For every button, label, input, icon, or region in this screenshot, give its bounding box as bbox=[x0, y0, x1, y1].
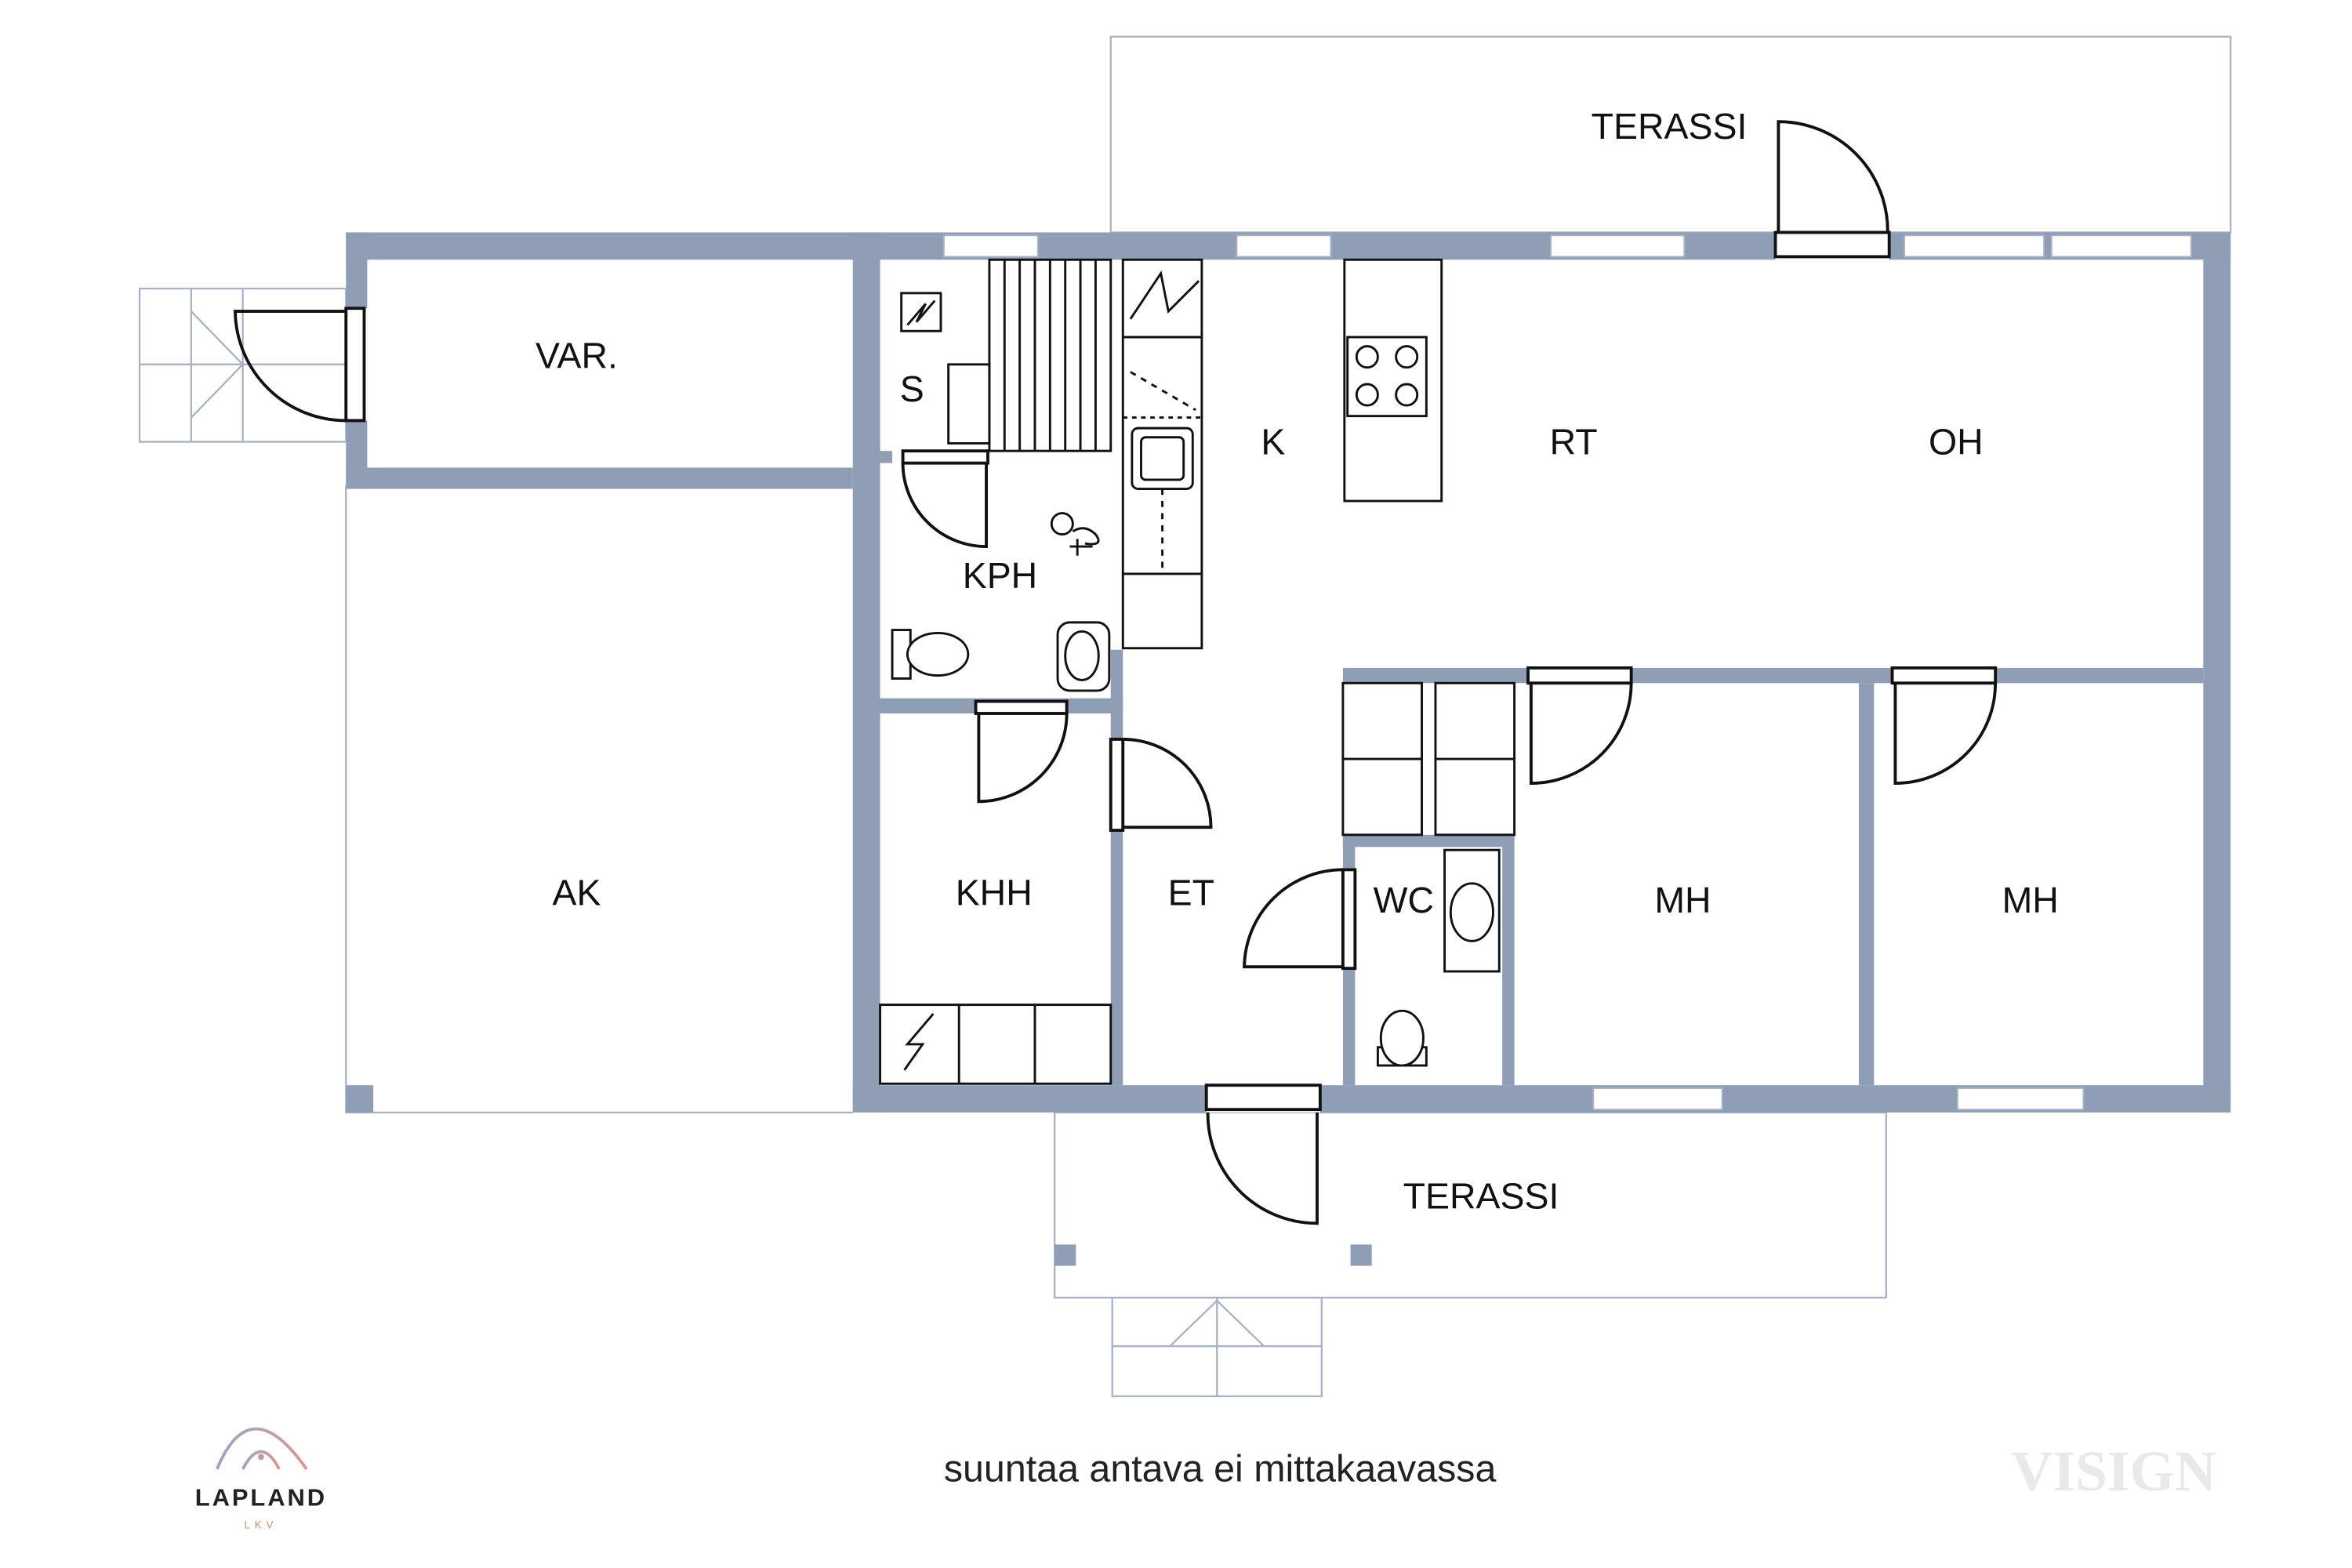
wardrobes bbox=[879, 681, 1516, 1085]
visign-watermark: VISIGN bbox=[2011, 1439, 2216, 1503]
shower-icon bbox=[1050, 512, 1100, 556]
kitchen-counter bbox=[1121, 258, 1203, 650]
stove-island bbox=[1343, 258, 1443, 503]
lapland-logo: LAPLAND LKV bbox=[195, 1427, 327, 1530]
room-label-mh-1: MH bbox=[1654, 880, 1711, 920]
room-label-wc: WC bbox=[1374, 880, 1434, 920]
terrace-label-bottom: TERASSI bbox=[1403, 1176, 1559, 1217]
room-label-kph: KPH bbox=[963, 555, 1037, 596]
room-label-et: ET bbox=[1168, 873, 1214, 913]
room-label-ak: AK bbox=[553, 873, 601, 913]
terrace-post bbox=[1350, 1244, 1372, 1266]
bottom-steps bbox=[1111, 1297, 1323, 1398]
sink-icon bbox=[1056, 621, 1501, 973]
room-label-khh: KHH bbox=[956, 873, 1033, 913]
sauna-bench bbox=[947, 258, 1112, 452]
room-label-oh: OH bbox=[1929, 422, 1984, 463]
room-label-s: S bbox=[900, 368, 924, 409]
logo-sub: LKV bbox=[244, 1519, 278, 1530]
terrace-post bbox=[1054, 1244, 1076, 1266]
terrace-label-top: TERASSI bbox=[1592, 106, 1748, 147]
ak-outline bbox=[345, 485, 853, 1114]
windows bbox=[942, 234, 2192, 1111]
doors bbox=[234, 120, 1998, 1225]
room-label-k: K bbox=[1261, 422, 1285, 463]
scale-caption: suuntaa antava ei mittakaavassa bbox=[944, 1447, 1497, 1490]
toilet-icon bbox=[891, 629, 1428, 1067]
room-label-rt: RT bbox=[1550, 422, 1598, 463]
room-label-mh-2: MH bbox=[2002, 880, 2059, 920]
logo-name: LAPLAND bbox=[195, 1483, 327, 1511]
ak-post bbox=[346, 1085, 374, 1113]
sauna-stove-icon bbox=[900, 292, 942, 332]
room-label-var: VAR. bbox=[535, 335, 618, 376]
